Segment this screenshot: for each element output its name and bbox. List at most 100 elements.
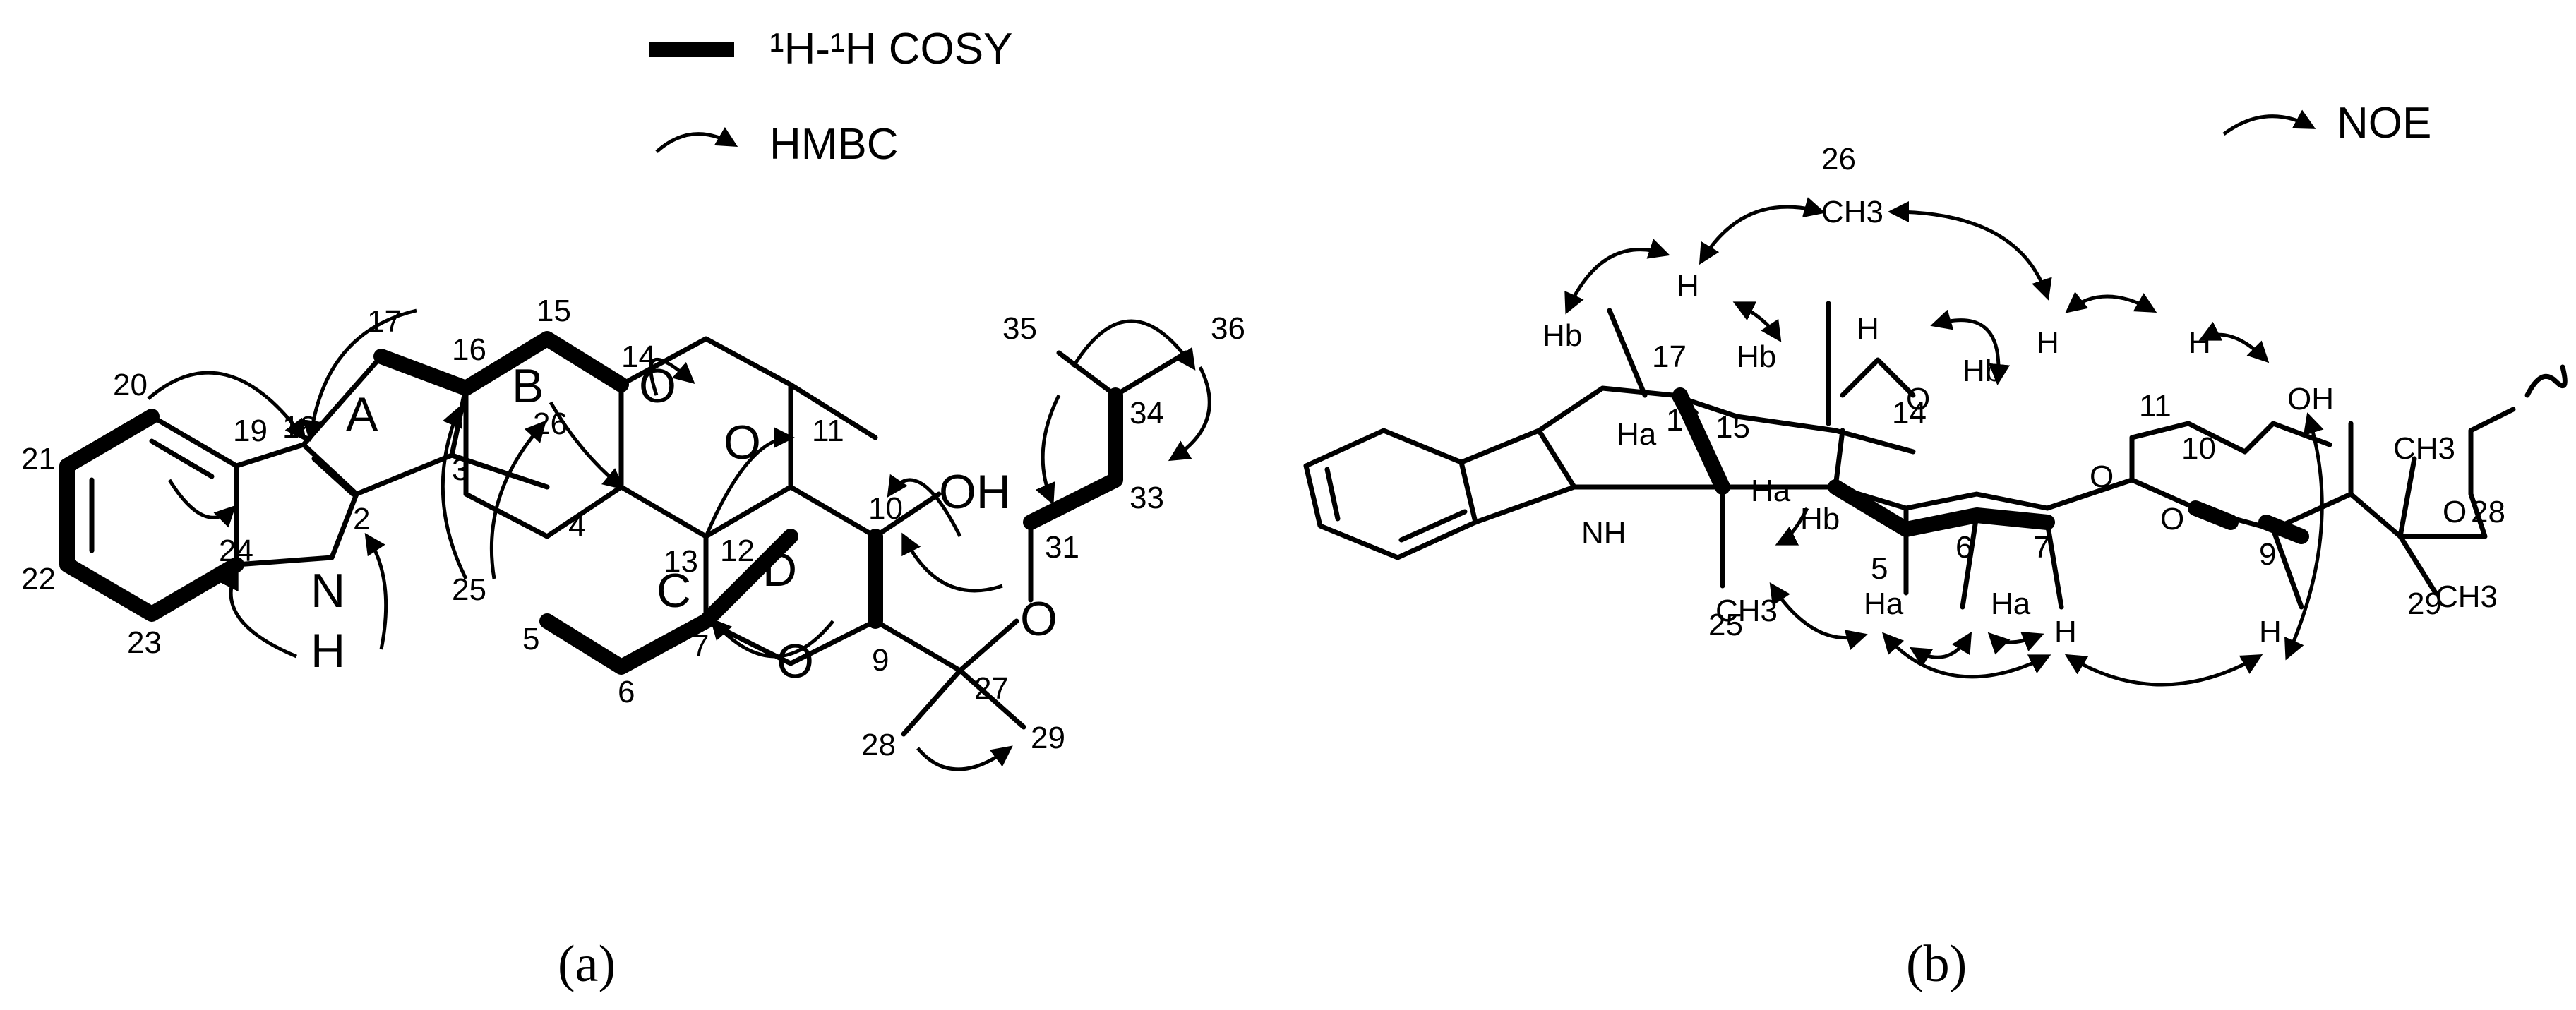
panel-a-structure: A B C D 2 3 4 5 6 7 9 10 11 12 13 14 15 … <box>21 294 1245 993</box>
hmbc-arrows <box>147 308 1211 771</box>
svg-text:28: 28 <box>861 728 896 762</box>
benzene-ring-b <box>1303 428 1478 560</box>
noe-legend-label: NOE <box>2337 99 2431 148</box>
svg-text:15: 15 <box>537 294 571 328</box>
svg-text:6: 6 <box>618 675 635 709</box>
svg-text:9: 9 <box>2259 537 2276 572</box>
atom-labels-b: 5 6 7 9 10 11 14 15 16 17 25 26 28 29 <box>1652 142 2505 642</box>
svg-text:7: 7 <box>2033 530 2050 565</box>
hmbc-legend-label: HMBC <box>769 120 899 169</box>
o-29-b: O <box>2443 495 2467 529</box>
svg-text:26: 26 <box>533 407 568 441</box>
svg-text:Ha: Ha <box>1617 417 1657 452</box>
ring-label-d: D <box>762 543 797 596</box>
cosy-15-16-17 <box>373 331 629 396</box>
o-ring-a: O <box>777 635 814 688</box>
svg-text:3: 3 <box>452 452 469 487</box>
svg-text:Hb: Hb <box>1963 354 2002 388</box>
side-chain <box>788 382 1026 737</box>
cosy-5-6 <box>539 529 798 675</box>
o-epoxide-a: O <box>639 359 676 413</box>
svg-text:Hb: Hb <box>1542 318 1582 353</box>
svg-text:14: 14 <box>1892 396 1927 431</box>
svg-text:11: 11 <box>2139 389 2171 423</box>
caption-b: (b) <box>1906 935 1967 993</box>
svg-text:12: 12 <box>720 534 755 568</box>
svg-text:23: 23 <box>127 625 162 660</box>
legend-a: ¹H-¹H COSY HMBC <box>649 25 1012 169</box>
noe-arrows <box>1564 197 2324 687</box>
svg-text:2: 2 <box>353 502 370 536</box>
cosy-15-16 <box>1672 387 1730 495</box>
svg-text:H: H <box>2054 615 2077 649</box>
noe-legend-arrow <box>2222 109 2316 136</box>
svg-text:H: H <box>1677 269 1699 303</box>
svg-text:10: 10 <box>2181 431 2216 466</box>
svg-text:11: 11 <box>812 414 844 448</box>
ch3-26: CH3 <box>1821 195 1883 229</box>
o-11-b: O <box>2090 459 2114 494</box>
svg-text:13: 13 <box>664 544 698 579</box>
svg-text:19: 19 <box>233 414 268 448</box>
o-ether-a: O <box>1020 592 1058 646</box>
svg-text:26: 26 <box>1821 142 1856 176</box>
svg-text:H: H <box>2037 325 2059 360</box>
svg-text:25: 25 <box>452 572 486 607</box>
svg-text:H: H <box>2188 325 2211 360</box>
svg-text:Hb: Hb <box>1737 339 1776 374</box>
svg-text:22: 22 <box>21 562 56 596</box>
ring-b <box>449 382 624 539</box>
atom-labels-a: 2 3 4 5 6 7 9 10 11 12 13 14 15 16 17 18… <box>21 294 1245 762</box>
cosy-31-33 <box>1023 387 1123 530</box>
svg-text:18: 18 <box>282 410 317 445</box>
svg-text:28: 28 <box>2471 495 2505 529</box>
svg-text:21: 21 <box>21 442 56 476</box>
nh-b: NH <box>1581 516 1627 551</box>
svg-text:33: 33 <box>1130 481 1164 515</box>
ch3-25: CH3 <box>1715 594 1778 628</box>
svg-text:H: H <box>1857 311 1879 346</box>
o-14-b: O <box>1906 382 1930 416</box>
svg-text:10: 10 <box>868 491 903 526</box>
svg-text:Ha: Ha <box>1991 587 2031 621</box>
svg-text:36: 36 <box>1211 311 1245 346</box>
svg-text:20: 20 <box>113 368 148 402</box>
svg-text:17: 17 <box>1652 339 1687 374</box>
svg-text:31: 31 <box>1045 530 1079 565</box>
oh-b: OH <box>2287 382 2334 416</box>
svg-text:Hb: Hb <box>1800 502 1840 536</box>
svg-text:34: 34 <box>1130 396 1164 431</box>
svg-text:27: 27 <box>974 671 1009 706</box>
nh-h: H <box>311 624 345 678</box>
cosy-5-7 <box>1828 479 2055 537</box>
prenyl <box>1028 350 1189 603</box>
benzene-ring-a <box>59 409 244 622</box>
svg-text:15: 15 <box>1715 410 1750 445</box>
svg-text:35: 35 <box>1002 311 1037 346</box>
svg-text:5: 5 <box>1871 551 1888 586</box>
svg-text:29: 29 <box>2407 587 2442 621</box>
ring-label-c: C <box>657 564 691 618</box>
svg-text:25: 25 <box>1708 608 1743 642</box>
proton-labels-b: H Hb Hb Ha Ha H Hb Hb Ha Ha H H H H <box>1542 269 2282 649</box>
legend-b: NOE <box>2222 99 2431 148</box>
o-keto-a: O <box>724 416 761 469</box>
svg-text:Ha: Ha <box>1751 474 1791 508</box>
caption-a: (a) <box>558 935 616 993</box>
ring-label-a: A <box>346 387 378 441</box>
svg-text:9: 9 <box>872 643 889 678</box>
ring-label-b: B <box>512 359 544 413</box>
svg-text:5: 5 <box>522 622 539 656</box>
svg-text:Ha: Ha <box>1864 587 1904 621</box>
svg-text:H: H <box>2259 615 2282 649</box>
oh-a: OH <box>939 465 1011 519</box>
svg-text:7: 7 <box>692 629 709 663</box>
o-9-b: O <box>2160 502 2184 536</box>
svg-text:16: 16 <box>452 332 486 367</box>
cosy-legend-label: ¹H-¹H COSY <box>769 25 1012 73</box>
svg-text:4: 4 <box>568 509 585 543</box>
svg-text:29: 29 <box>1031 721 1065 755</box>
ch3-29: CH3 <box>2436 579 2498 614</box>
hmbc-legend-arrow <box>655 126 738 153</box>
